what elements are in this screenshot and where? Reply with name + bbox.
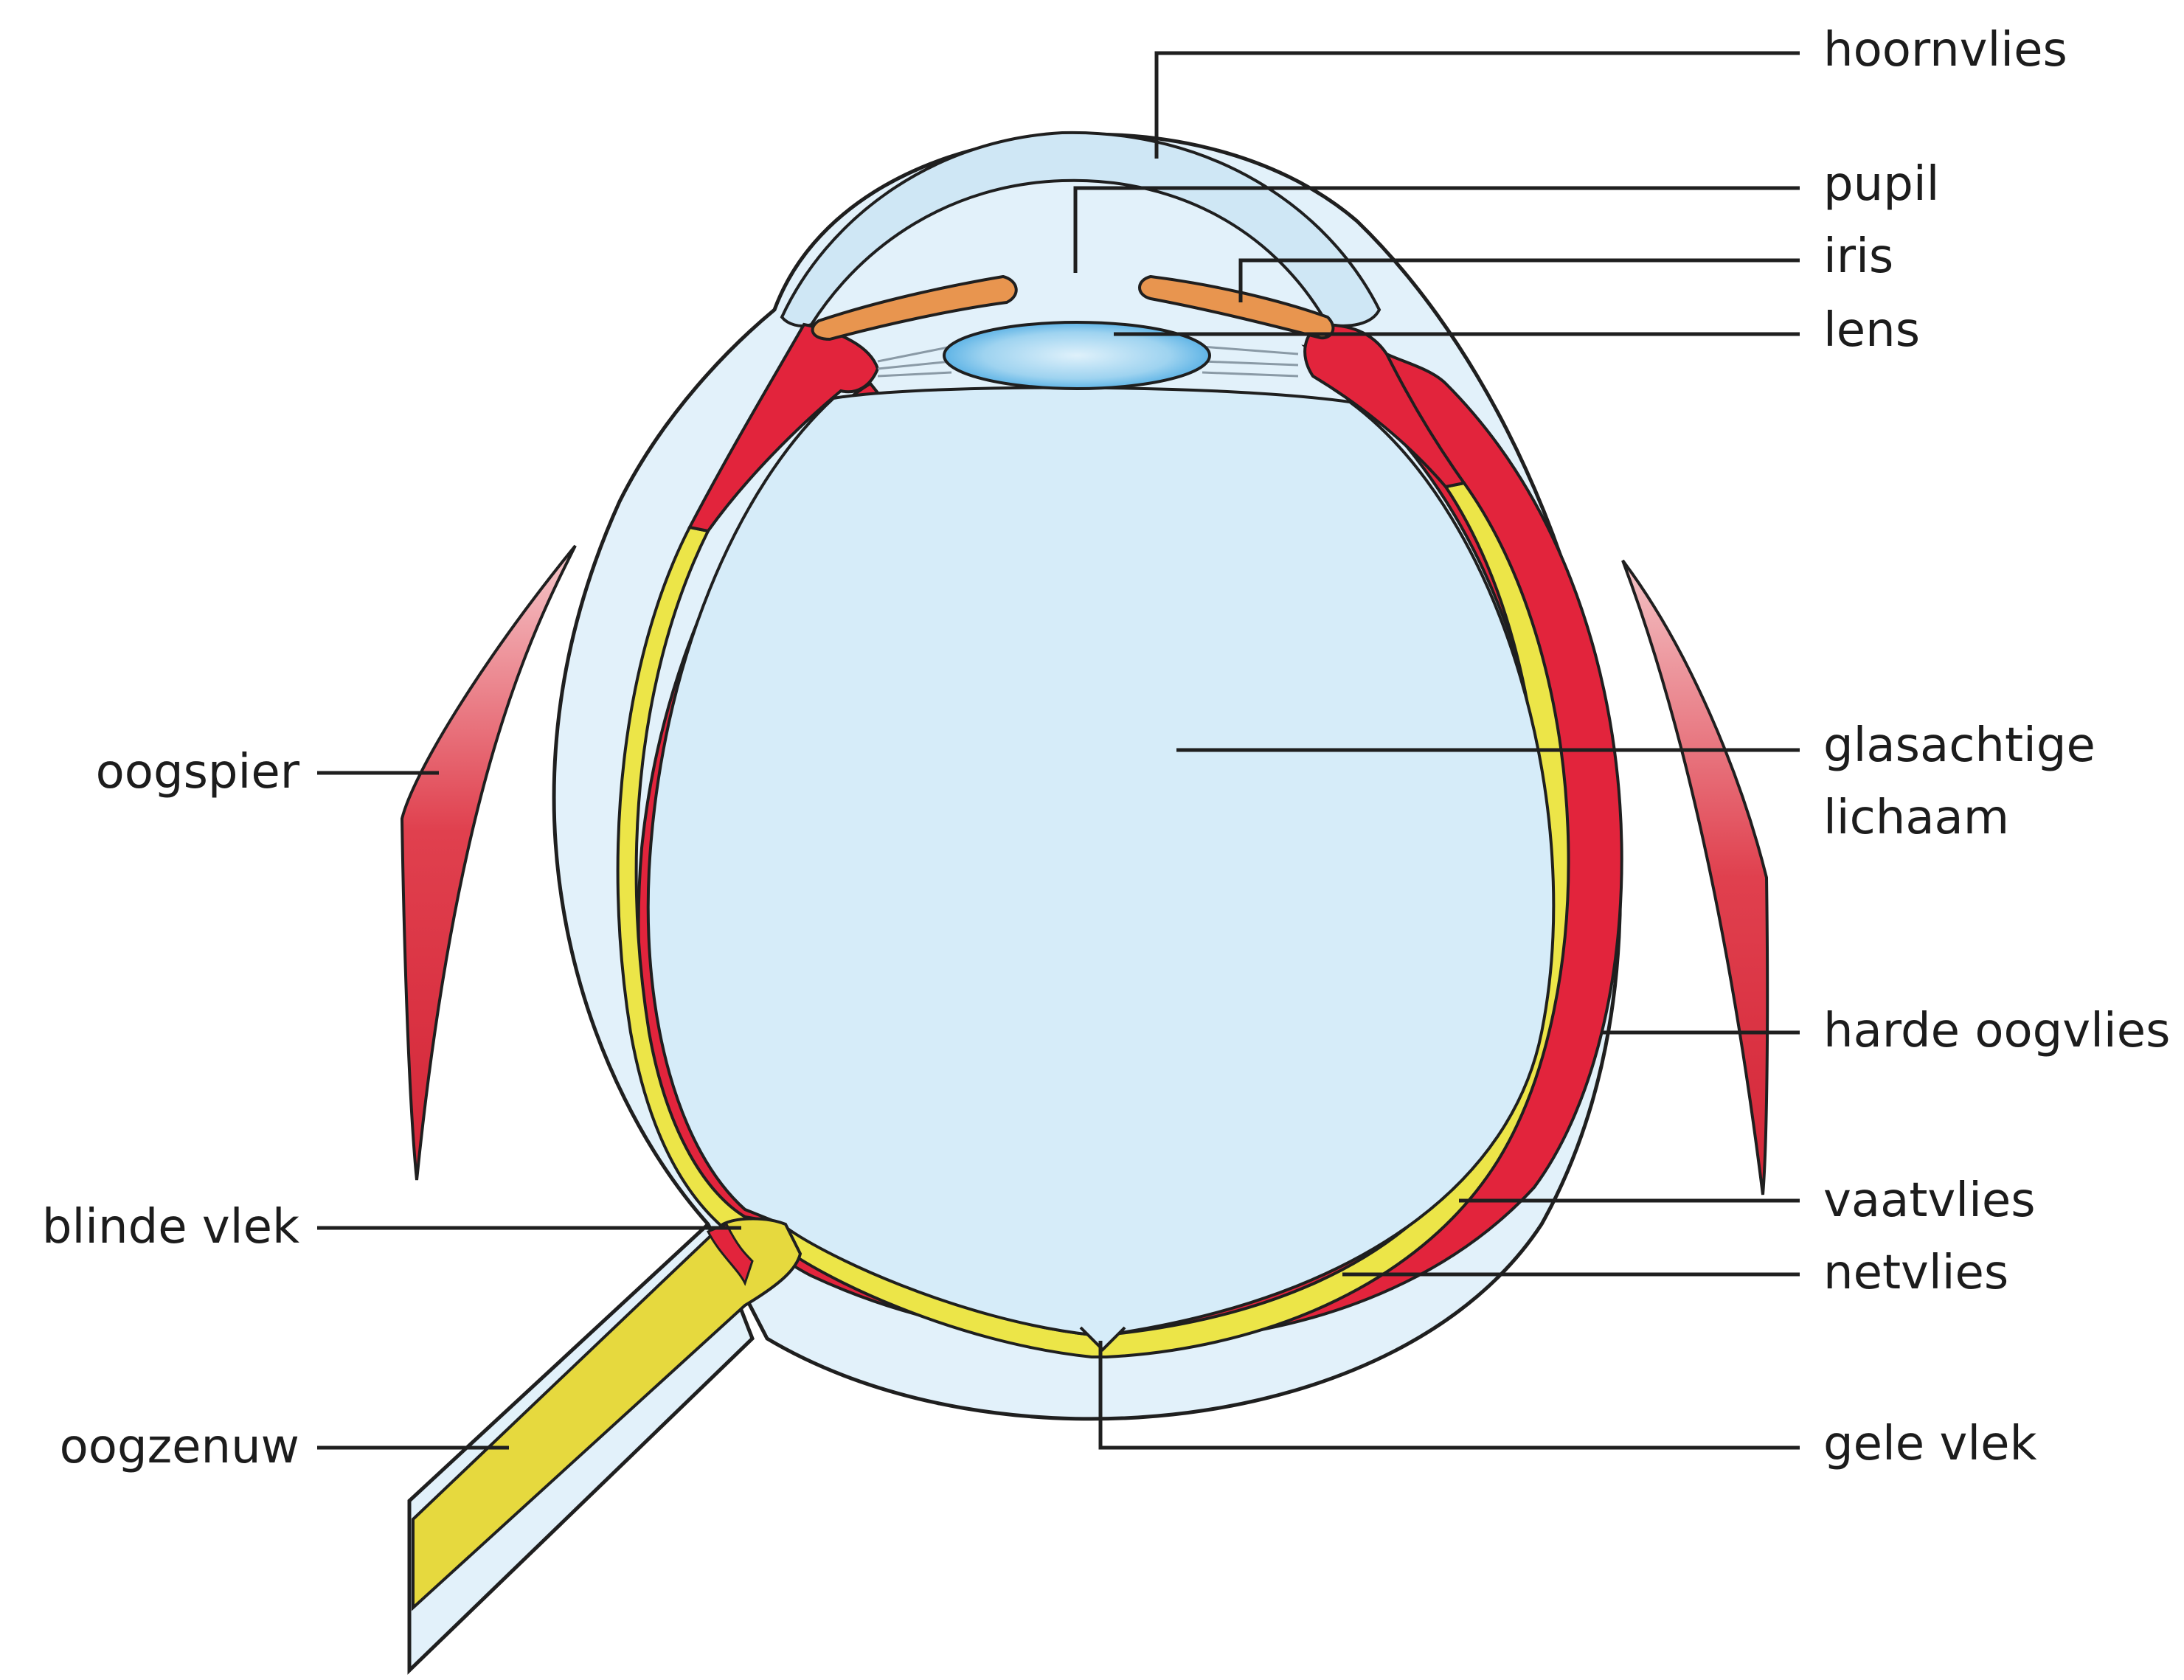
label-netvlies: netvlies xyxy=(1823,1236,2008,1310)
label-lens: lens xyxy=(1823,294,1920,367)
label-vaatvlies: vaatvlies xyxy=(1823,1164,2036,1238)
label-glasachtige-line1: glasachtige xyxy=(1823,709,2095,782)
label-oogzenuw: oogzenuw xyxy=(60,1410,299,1484)
eye-muscle-right xyxy=(1623,560,1767,1195)
eye-muscle-left xyxy=(402,546,575,1180)
label-hoornvlies: hoornvlies xyxy=(1823,13,2067,87)
label-harde-oogvlies: harde oogvlies xyxy=(1823,994,2170,1068)
label-gele-vlek: gele vlek xyxy=(1823,1407,2037,1481)
label-glasachtige-line2: lichaam xyxy=(1823,782,2009,854)
label-blinde-vlek: blinde vlek xyxy=(42,1190,299,1264)
leader-hoornvlies xyxy=(1157,53,1800,159)
vitreous-body xyxy=(648,388,1554,1335)
label-iris: iris xyxy=(1823,220,1893,294)
label-oogspier: oogspier xyxy=(96,735,299,809)
label-pupil: pupil xyxy=(1823,147,1939,221)
